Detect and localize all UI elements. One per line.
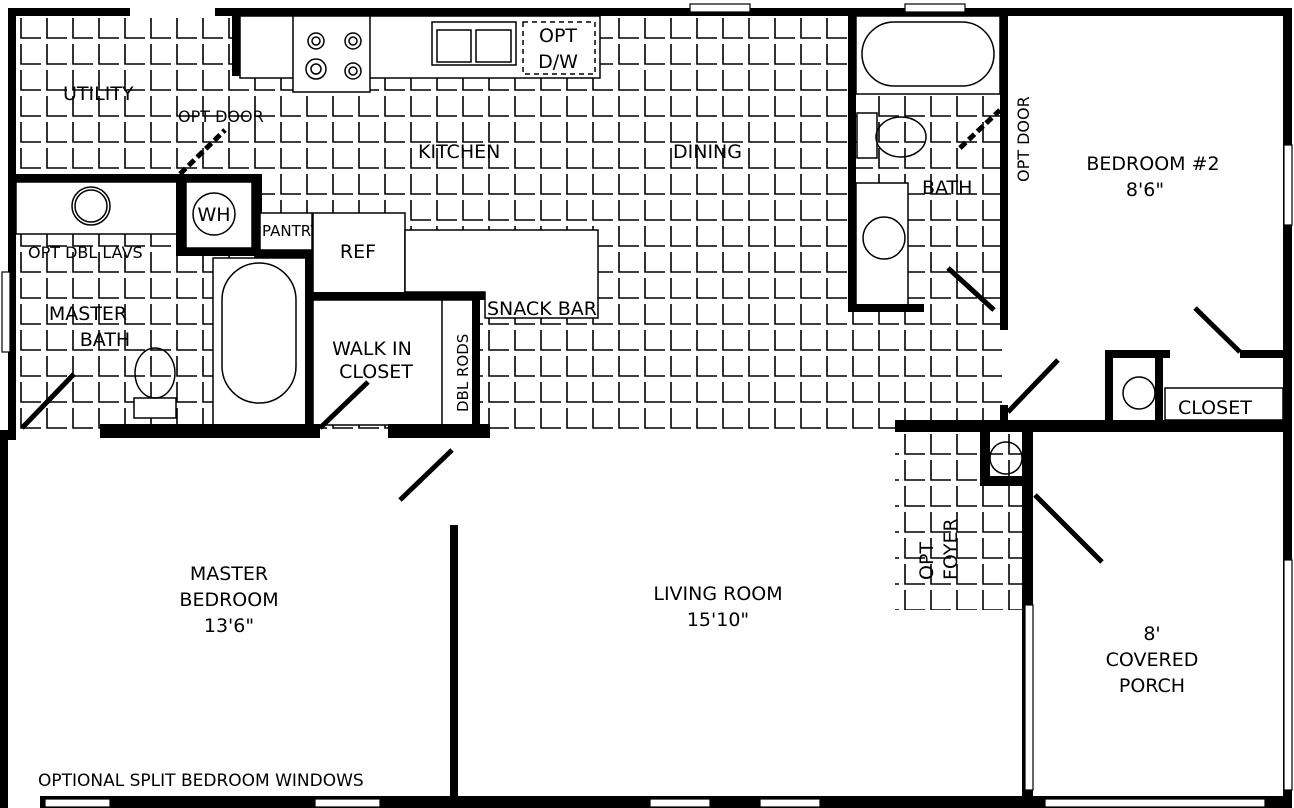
kitchen-sink-icon bbox=[431, 21, 517, 66]
opt-dw-label: D/W bbox=[538, 51, 578, 73]
toilet-icon bbox=[856, 112, 927, 159]
opt-dishwasher-outline bbox=[522, 21, 596, 75]
sink-icon bbox=[862, 216, 906, 260]
water-heater-icon bbox=[192, 192, 236, 236]
split-windows-note: OPTIONAL SPLIT BEDROOM WINDOWS bbox=[38, 771, 364, 791]
master-bath-label: MASTER bbox=[49, 303, 127, 325]
opt-foyer-label: FOYER bbox=[940, 518, 962, 580]
bedroom-2-label: BEDROOM #2 bbox=[1086, 153, 1219, 175]
master-bath-label: BATH bbox=[80, 329, 130, 351]
toilet-icon bbox=[133, 347, 177, 419]
pantry-label: PANTRY bbox=[262, 222, 320, 240]
porch-size: 8' bbox=[1143, 623, 1160, 645]
master-bedroom-label: BEDROOM bbox=[179, 589, 278, 611]
walk-in-closet-label: CLOSET bbox=[339, 361, 413, 383]
sink-icon bbox=[71, 186, 111, 226]
kitchen-label: KITCHEN bbox=[418, 141, 500, 163]
opt-dw-label: OPT bbox=[539, 25, 577, 47]
walk-in-closet-floor bbox=[312, 299, 474, 426]
closet-label: CLOSET bbox=[1178, 397, 1252, 419]
opt-dbl-lavs-label: OPT DBL LAVS bbox=[28, 243, 143, 262]
covered-porch-label: PORCH bbox=[1119, 675, 1185, 697]
snack-bar-label: SNACK BAR bbox=[487, 298, 597, 320]
refrigerator bbox=[312, 212, 406, 294]
opt-door-label: OPT DOOR bbox=[1014, 96, 1033, 182]
opt-door-label: OPT DOOR bbox=[178, 107, 264, 126]
bath-label: BATH bbox=[922, 177, 972, 199]
master-bedroom-label: MASTER bbox=[190, 563, 268, 585]
covered-porch-label: COVERED bbox=[1106, 649, 1199, 671]
living-room-size: 15'10" bbox=[687, 609, 749, 631]
living-room-label: LIVING ROOM bbox=[653, 583, 782, 605]
wh-label: WH bbox=[197, 204, 230, 226]
ref-label: REF bbox=[340, 241, 376, 263]
utility-label: UTILITY bbox=[63, 83, 134, 105]
lav-counter bbox=[15, 181, 179, 235]
windows bbox=[1, 3, 1293, 808]
dbl-rods-label: DBL RODS bbox=[454, 334, 472, 412]
dining-label: DINING bbox=[673, 141, 742, 163]
bathtub-icon bbox=[855, 15, 1001, 95]
opt-foyer-label: OPT bbox=[916, 542, 938, 580]
bathtub-icon bbox=[212, 257, 309, 431]
master-bedroom-size: 13'6" bbox=[204, 615, 254, 637]
flue-icon bbox=[1122, 376, 1156, 410]
bedroom-2-size: 8'6" bbox=[1126, 179, 1164, 201]
walk-in-closet-label: WALK IN bbox=[332, 338, 412, 360]
doors bbox=[20, 108, 1242, 564]
stove-icon bbox=[292, 15, 371, 93]
